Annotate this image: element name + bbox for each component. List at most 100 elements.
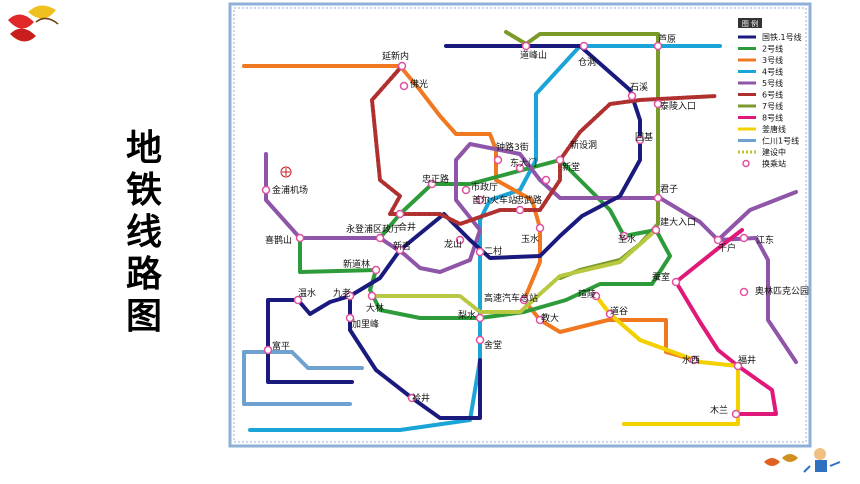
station-label[interactable]: 瑄陵 [578,288,596,300]
legend-label: 换乘站 [762,159,786,169]
station-label[interactable]: 忠正路 [422,173,449,185]
legend-label: 5号线 [762,78,783,88]
transfer-station-marker[interactable] [395,209,405,219]
legend-label: 4号线 [762,67,783,77]
station-label[interactable]: 衿井 [412,392,430,404]
station-label[interactable]: 水西 [682,354,700,366]
station-label[interactable]: 新堂 [562,161,580,173]
transfer-station-marker[interactable] [515,163,525,173]
transfer-station-marker[interactable] [371,265,381,275]
transfer-station-marker[interactable] [521,41,531,51]
station-label[interactable]: 君子 [660,184,678,195]
station-label[interactable]: 建大入口 [660,216,696,228]
station-label[interactable]: 钟路3街 [496,141,529,153]
transfer-station-marker[interactable] [367,291,377,301]
station-label[interactable]: 首尔火车站 [472,194,517,206]
station-label[interactable]: 大林 [366,302,384,314]
transfer-station-marker[interactable] [689,355,699,365]
station-label[interactable]: 蚕室 [652,271,670,283]
transfer-station-marker[interactable] [407,393,417,403]
transfer-station-marker[interactable] [731,409,741,419]
transfer-station-marker[interactable] [493,155,503,165]
transfer-station-marker[interactable] [653,193,663,203]
transfer-station-marker[interactable] [295,233,305,243]
station-label[interactable]: 圣水 [618,233,636,245]
transfer-station-marker[interactable] [713,235,723,245]
station-label[interactable]: 木兰 [710,404,728,416]
transfer-station-marker[interactable] [619,231,629,241]
transfer-station-marker[interactable] [345,291,355,301]
station-label[interactable]: 千户 [718,242,736,254]
transfer-station-marker[interactable] [591,291,601,301]
transfer-station-marker[interactable] [605,309,615,319]
legend-label: 8号线 [762,113,783,123]
station-label[interactable]: 新设洞 [570,139,597,151]
transfer-station-marker[interactable] [739,287,749,297]
station-label[interactable]: 合井 [398,221,416,233]
transfer-station-marker[interactable] [475,335,485,345]
transfer-station-marker[interactable] [399,81,409,91]
station-label[interactable]: 教大 [541,312,559,324]
station-label[interactable]: 市政厅 [471,181,498,193]
title-char: 铁 [125,170,162,211]
transfer-station-marker[interactable] [375,233,385,243]
transfer-station-marker[interactable] [671,277,681,287]
transfer-station-marker[interactable] [475,313,485,323]
station-label[interactable]: 富平 [272,340,290,352]
legend-label: 3号线 [762,55,783,65]
transfer-station-marker[interactable] [475,247,485,257]
transfer-station-marker[interactable] [395,245,405,255]
station-label[interactable]: 新吉 [393,240,411,252]
station-label[interactable]: 温水 [298,287,316,299]
transfer-station-marker[interactable] [555,155,565,165]
station-label[interactable]: 石溪 [630,81,648,93]
station-label[interactable]: 道峰山 [520,49,547,61]
station-label[interactable]: 永登浦区政厅 [346,223,400,235]
transfer-station-marker[interactable] [261,185,271,195]
station-label[interactable]: 道谷 [610,305,628,317]
transfer-station-marker[interactable] [455,235,465,245]
station-label[interactable]: 九老 [333,287,351,299]
transfer-station-marker[interactable] [739,233,749,243]
station-label[interactable]: 佛光 [410,78,428,90]
transfer-station-marker[interactable] [733,361,743,371]
station-label[interactable]: 泰陵入口 [660,100,696,112]
transfer-station-marker[interactable] [627,91,637,101]
transfer-station-marker[interactable] [519,295,529,305]
station-label[interactable]: 奥林匹克公园 [755,285,809,297]
transfer-station-marker[interactable] [263,345,273,355]
transfer-station-marker[interactable] [635,135,645,145]
station-label[interactable]: 东大门 [510,157,537,169]
station-label[interactable]: 回基 [635,131,653,143]
transfer-station-marker[interactable] [579,41,589,51]
station-label[interactable]: 江东 [756,234,774,246]
station-label[interactable]: 龙山 [444,238,462,250]
station-label[interactable]: 高速汽车总站 [484,292,538,304]
station-label[interactable]: 忠武路 [515,194,542,206]
transfer-station-marker[interactable] [515,205,525,215]
station-label[interactable]: 金浦机场 [272,184,308,196]
station-label[interactable]: 舍堂 [484,339,502,351]
transfer-station-marker[interactable] [397,61,407,71]
transfer-station-marker[interactable] [475,195,485,205]
transfer-station-marker[interactable] [541,175,551,185]
station-label[interactable]: 喜鹊山 [265,234,292,246]
transfer-station-marker[interactable] [653,41,663,51]
station-label[interactable]: 二村 [484,245,502,257]
station-label[interactable]: 仓洞 [578,56,596,68]
transfer-station-marker[interactable] [293,295,303,305]
transfer-station-marker[interactable] [427,179,437,189]
transfer-station-marker[interactable] [461,185,471,195]
transfer-station-marker[interactable] [653,99,663,109]
station-label[interactable]: 芦原 [658,34,676,45]
station-label[interactable]: 梨水 [458,309,476,321]
station-label[interactable]: 玉水 [521,233,539,245]
station-label[interactable]: 福井 [738,354,756,366]
station-label[interactable]: 新道林 [343,258,370,270]
transfer-station-marker[interactable] [651,225,661,235]
transfer-station-marker[interactable] [345,313,355,323]
station-label[interactable]: 延新内 [382,50,409,62]
station-label[interactable]: 加里峰 [352,319,379,330]
transfer-station-marker[interactable] [535,315,545,325]
transfer-station-marker[interactable] [535,223,545,233]
